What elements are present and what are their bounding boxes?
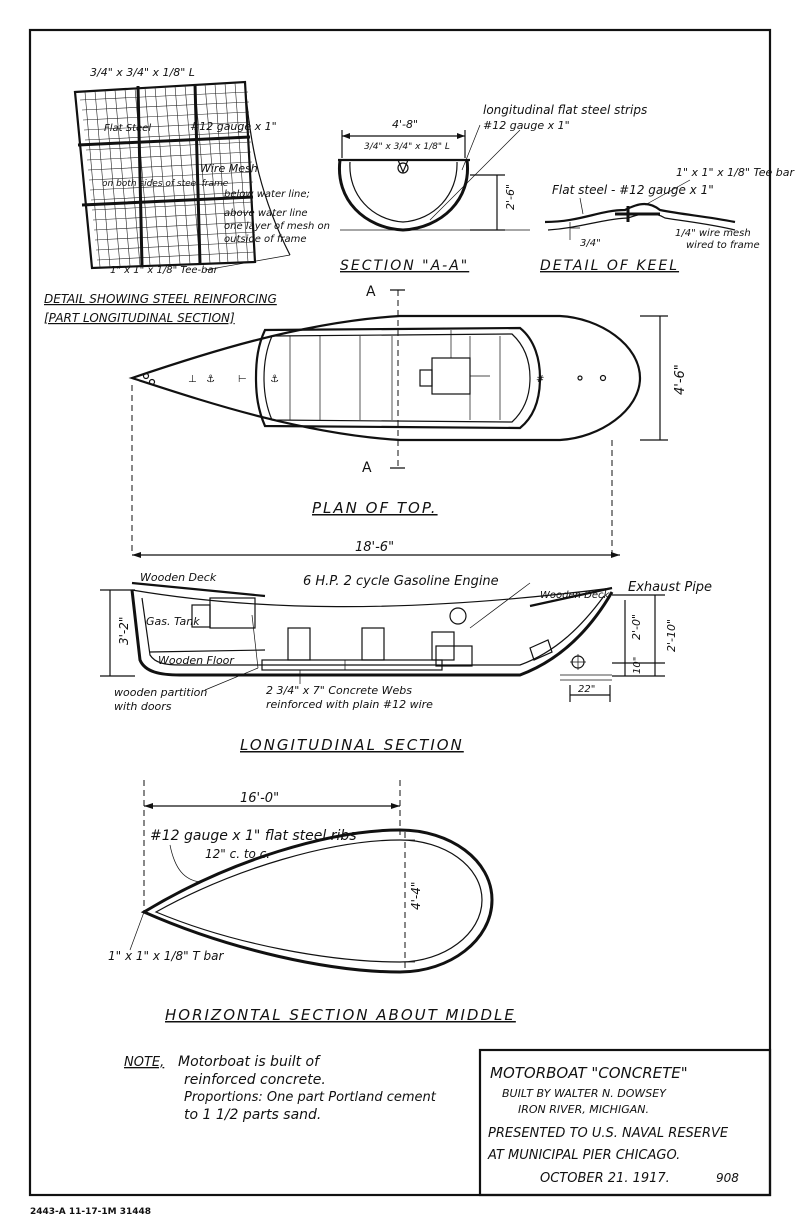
title-line-3: IRON RIVER, MICHIGAN. xyxy=(518,1103,649,1116)
long-wooden-deck-fwd: Wooden Deck xyxy=(140,571,217,584)
horiz-tbar-label: 1" x 1" x 1/8" T bar xyxy=(108,949,225,963)
keel-mesh-label: 1/4" wire mesh xyxy=(675,228,751,239)
longitudinal-section: 18'-6" 6 H.P. 2 cycle Gasoline Engine Wo… xyxy=(100,540,712,754)
reinforcing-flat-steel-label: Flat Steel xyxy=(104,123,151,134)
svg-text:⚓: ⚓ xyxy=(206,374,215,385)
svg-text:⊢: ⊢ xyxy=(238,374,247,385)
long-exhaust-label: Exhaust Pipe xyxy=(628,580,712,595)
long-webs-label: 2 3/4" x 7" Concrete Webs xyxy=(266,684,412,697)
long-dim-2-0: 2'-0" xyxy=(630,614,643,640)
long-gas-tank: Gas. Tank xyxy=(146,615,200,628)
svg-text:#: # xyxy=(536,374,544,385)
note-block: NOTE, Motorboat is built of reinforced c… xyxy=(124,1054,437,1123)
reinforcing-caption-1: DETAIL SHOWING STEEL REINFORCING xyxy=(44,292,277,306)
reinforcing-below-water: below water line; xyxy=(224,189,310,200)
note-line-4: to 1 1/2 parts sand. xyxy=(184,1107,321,1123)
note-line-1: Motorboat is built of xyxy=(178,1054,321,1070)
section-aa-caption: SECTION "A-A" xyxy=(340,258,469,274)
reinforcing-outside-frame: outside of frame xyxy=(224,234,307,245)
title-block: MOTORBOAT "CONCRETE" BUILT BY WALTER N. … xyxy=(478,1048,772,1197)
note-line-2: reinforced concrete. xyxy=(184,1072,326,1088)
long-dim-22: 22" xyxy=(578,684,595,695)
long-dim-10: 10" xyxy=(632,657,643,674)
title-line-4: PRESENTED TO U.S. NAVAL RESERVE xyxy=(488,1126,729,1141)
section-aa: 4'-8" 3/4" x 3/4" x 1/8" L 2'-6" longitu… xyxy=(337,103,647,274)
section-aa-width-dim: 4'-8" xyxy=(392,118,418,131)
note-label: NOTE, xyxy=(124,1055,164,1070)
section-aa-strips-gauge: #12 gauge x 1" xyxy=(483,119,570,132)
reinforcing-above-water: above water line xyxy=(224,208,308,219)
long-webs-reinforced: reinforced with plain #12 wire xyxy=(266,698,433,711)
title-line-1: MOTORBOAT "CONCRETE" xyxy=(490,1064,688,1082)
plan-marker-a-top: A xyxy=(366,284,376,300)
reinforcing-angle-label: 3/4" x 3/4" x 1/8" L xyxy=(90,66,195,79)
horiz-length-dim: 16'-0" xyxy=(240,791,279,806)
reinforcing-caption-2: [PART LONGITUDINAL SECTION] xyxy=(44,311,235,325)
long-partition-doors: with doors xyxy=(114,700,172,713)
long-caption: LONGITUDINAL SECTION xyxy=(240,736,464,754)
reinforcing-mesh-label: Wire Mesh xyxy=(200,162,258,175)
keel-depth-dim: 3/4" xyxy=(580,238,601,249)
keel-teebar-label: 1" x 1" x 1/8" Tee bar xyxy=(676,166,795,179)
reinforcing-mesh-both-sides: on both sides of steel frame xyxy=(102,179,229,189)
note-line-3: Proportions: One part Portland cement xyxy=(184,1090,437,1105)
title-line-5: AT MUNICIPAL PIER CHICAGO. xyxy=(487,1148,680,1163)
horizontal-section: 16'-0" 4'-4" #12 gauge x 1" flat steel r… xyxy=(108,780,516,1024)
plan-of-top: ⊥ ⚓ ⊢ ⚓ # A A 4'-6" PLAN OF TOP. xyxy=(128,284,688,517)
plan-caption: PLAN OF TOP. xyxy=(312,499,438,517)
long-depth-dim: 3'-2" xyxy=(117,617,131,645)
sheet-border xyxy=(28,28,772,1197)
long-wooden-floor: Wooden Floor xyxy=(158,654,235,667)
horiz-beam-dim: 4'-4" xyxy=(409,882,423,910)
footer-print-code: 2443-A 11-17-1M 31448 xyxy=(30,1207,151,1217)
title-line-6: OCTOBER 21. 1917. xyxy=(540,1171,670,1186)
reinforcing-one-layer: one layer of mesh on xyxy=(224,221,330,232)
long-engine-label: 6 H.P. 2 cycle Gasoline Engine xyxy=(303,574,499,589)
section-aa-height-dim: 2'-6" xyxy=(504,184,517,210)
title-sheet-number: 908 xyxy=(716,1171,739,1185)
keel-mesh-wired: wired to frame xyxy=(686,240,760,251)
svg-text:⊥: ⊥ xyxy=(188,374,197,385)
svg-text:⚓: ⚓ xyxy=(270,374,279,385)
horiz-ribs-label: #12 gauge x 1" flat steel ribs xyxy=(150,828,357,844)
plan-beam-dim: 4'-6" xyxy=(673,364,688,395)
keel-flat-steel-label: Flat steel - #12 gauge x 1" xyxy=(552,183,714,197)
long-wooden-deck-aft: Wooden Deck xyxy=(540,590,610,601)
plan-marker-a-bottom: A xyxy=(362,460,372,476)
section-aa-strips-label: longitudinal flat steel strips xyxy=(483,103,647,117)
horiz-ribs-spacing: 12" c. to c. xyxy=(205,847,270,861)
long-length-dim: 18'-6" xyxy=(355,540,394,555)
long-dim-2-10: 2'-10" xyxy=(665,619,678,652)
keel-caption: DETAIL OF KEEL xyxy=(540,258,679,274)
section-aa-angle-label: 3/4" x 3/4" x 1/8" L xyxy=(364,142,450,152)
horiz-caption: HORIZONTAL SECTION ABOUT MIDDLE xyxy=(165,1006,516,1024)
long-partition-label: wooden partition xyxy=(114,686,207,699)
detail-keel: 1" x 1" x 1/8" Tee bar Flat steel - #12 … xyxy=(540,166,795,274)
title-line-2: BUILT BY WALTER N. DOWSEY xyxy=(502,1087,667,1100)
reinforcing-gauge-label: #12 gauge x 1" xyxy=(190,120,277,133)
detail-reinforcing: 3/4" x 3/4" x 1/8" L Flat Steel #12 gaug… xyxy=(44,66,330,325)
reinforcing-teebar-label: 1" x 1" x 1/8" Tee-bar xyxy=(110,265,219,276)
